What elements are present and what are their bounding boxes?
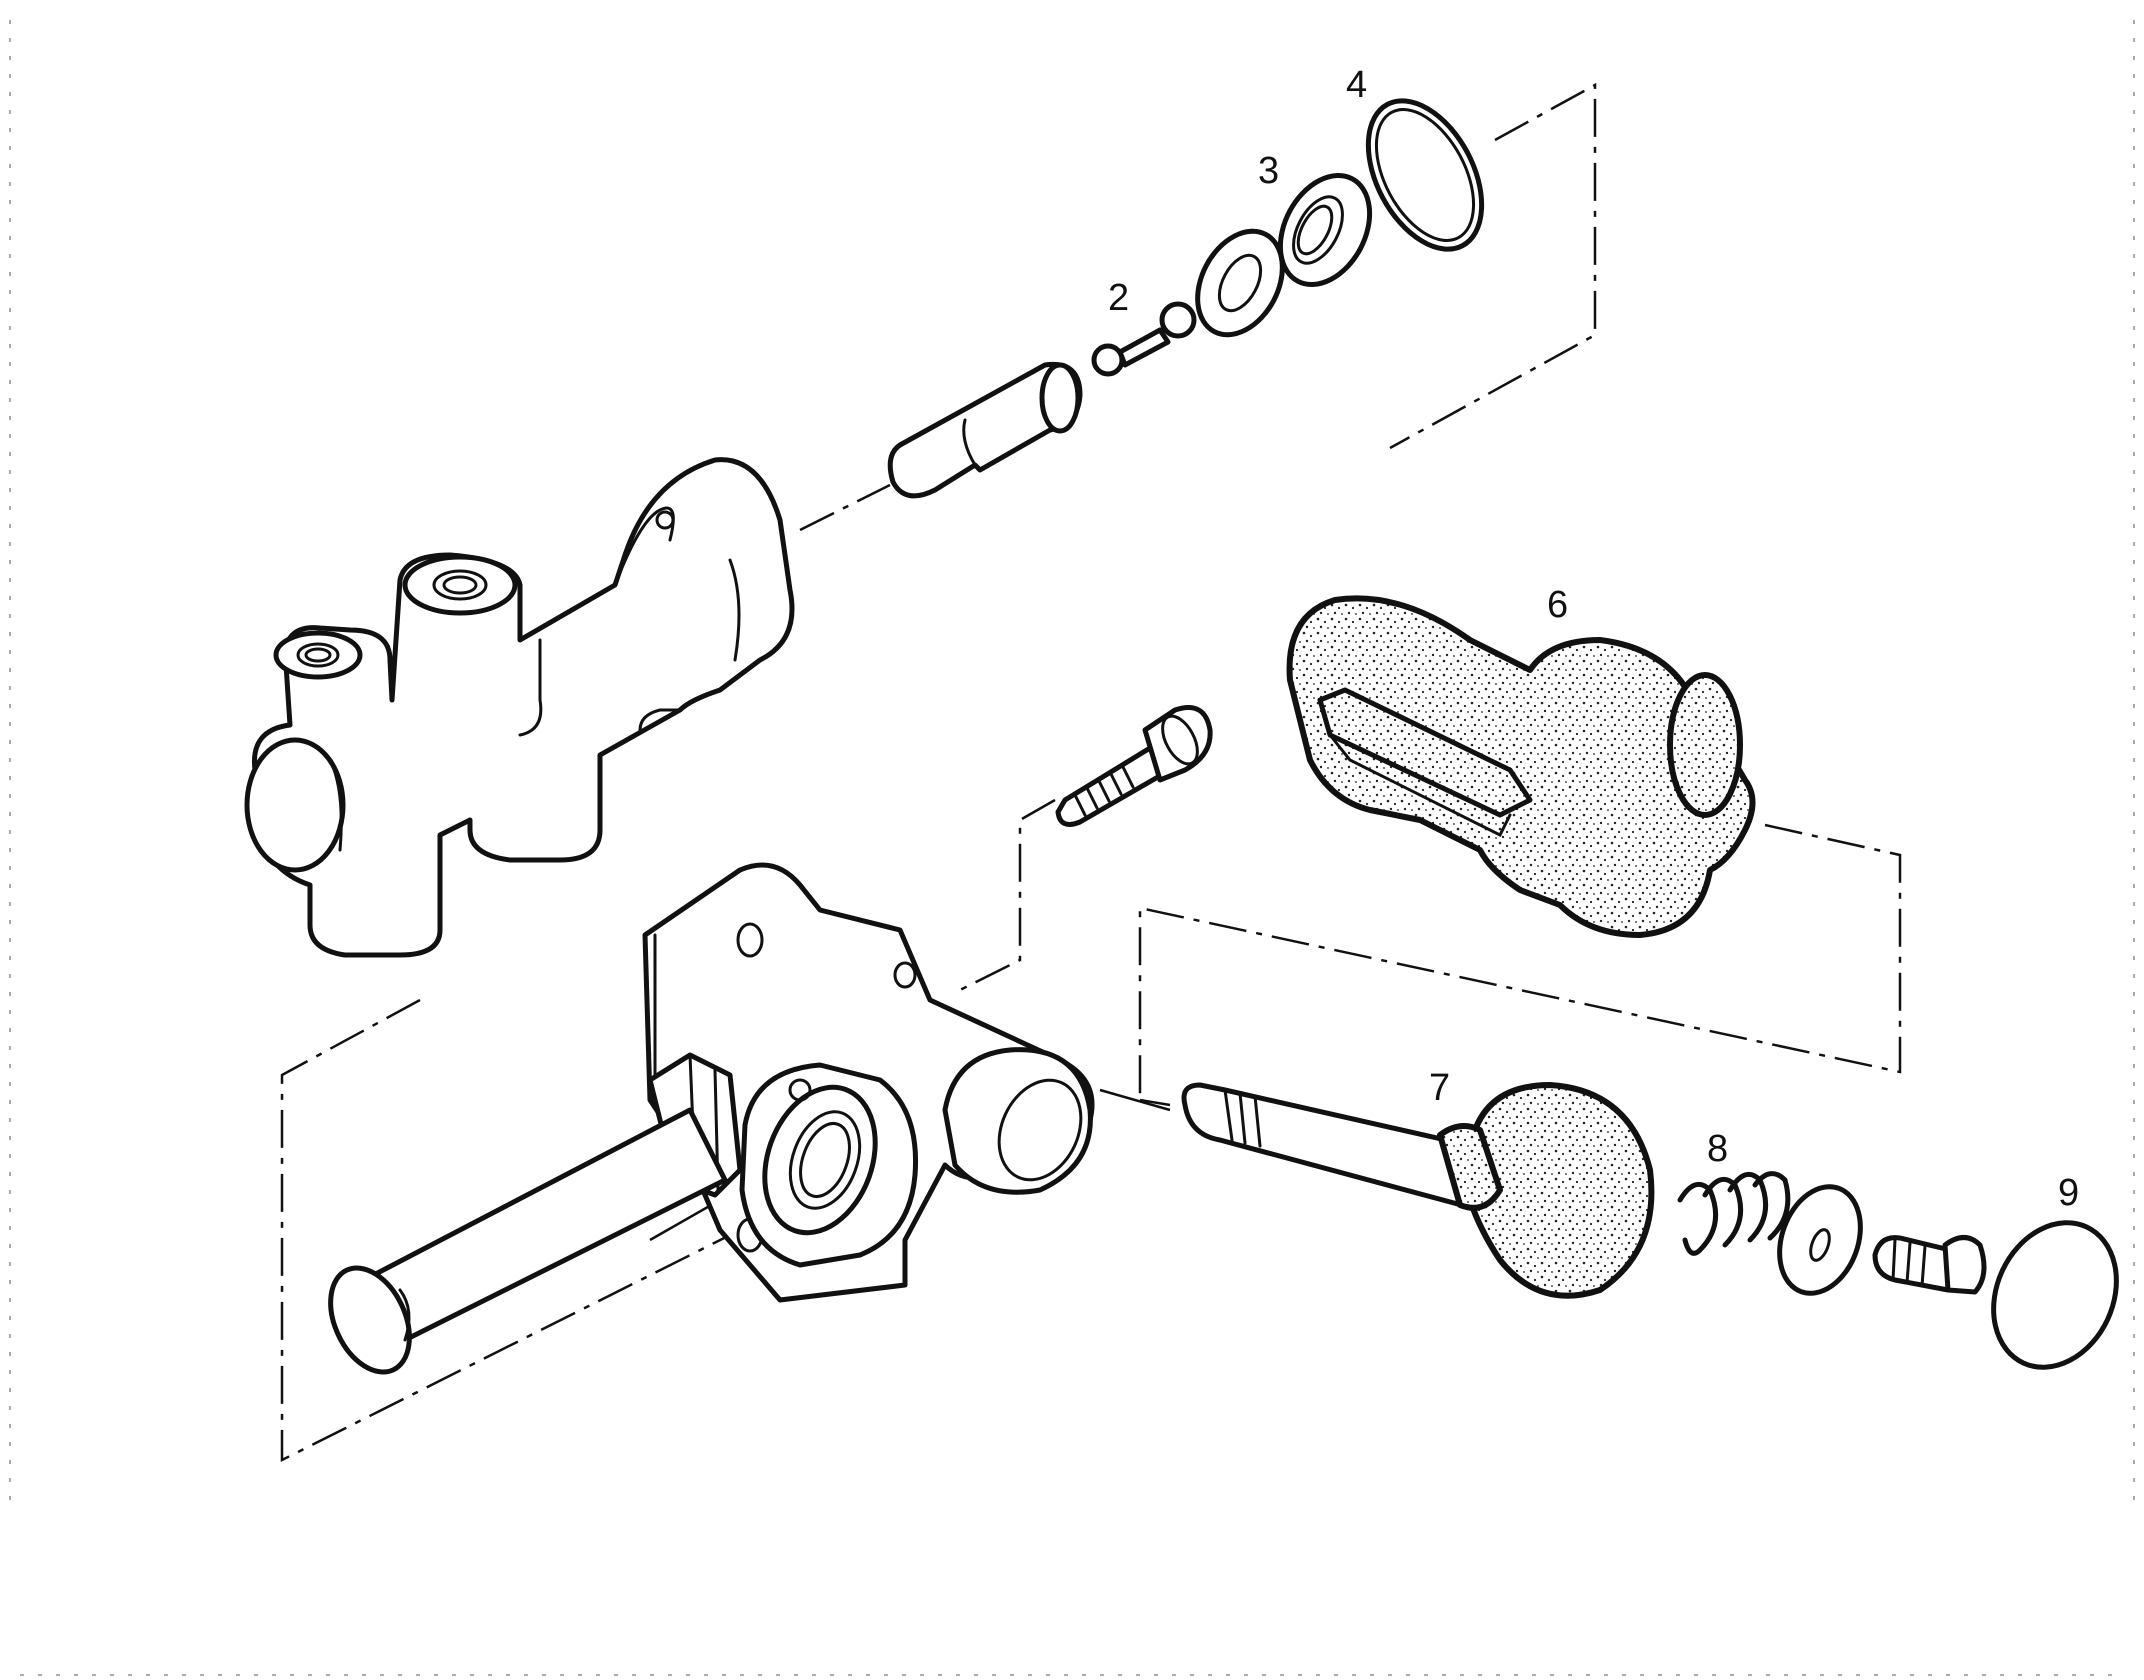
callout-2: 2 — [1108, 277, 1129, 319]
callout-7: 7 — [1429, 1067, 1450, 1109]
callout-6: 6 — [1547, 584, 1568, 626]
part-8-spring-assembly — [1677, 1171, 1987, 1296]
callout-3: 3 — [1258, 150, 1279, 192]
bolt — [1055, 705, 1213, 827]
servo-housing — [328, 862, 1095, 1375]
piston — [887, 361, 1083, 499]
part-9-cap — [1991, 1220, 2119, 1370]
callout-9: 9 — [2058, 1172, 2079, 1214]
callout-4: 4 — [1346, 64, 1367, 106]
part-6-fork — [1286, 595, 1756, 938]
callouts: 2 3 4 6 7 8 9 — [1108, 64, 2079, 1214]
callout-8: 8 — [1707, 1128, 1728, 1170]
master-cylinder-body — [244, 457, 795, 958]
part-3-seals — [1195, 172, 1373, 338]
part-7-valve-stem — [1181, 1082, 1655, 1299]
part-4-o-ring — [1365, 98, 1485, 252]
part-2-pin — [1091, 301, 1197, 377]
